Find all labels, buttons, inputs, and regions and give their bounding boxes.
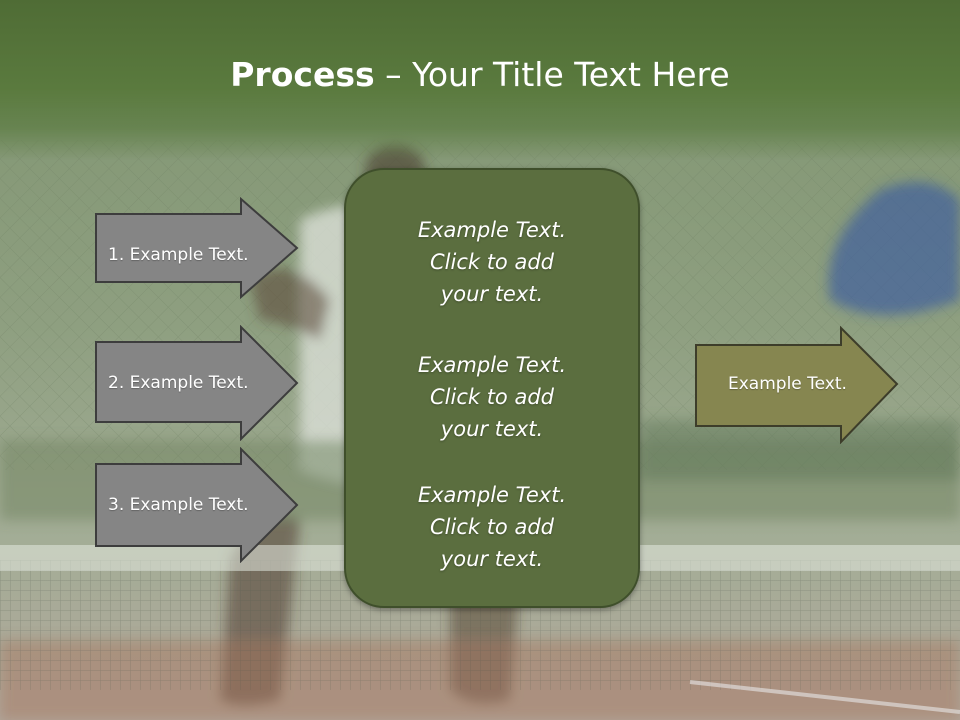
left-arrow-2-label: 2. Example Text. [108, 373, 249, 393]
left-arrow-1[interactable]: 1. Example Text. [94, 196, 300, 300]
right-arrow[interactable]: Example Text. [694, 325, 900, 445]
arrow-shape-icon [695, 325, 899, 445]
title-rest: – Your Title Text Here [374, 55, 730, 94]
slide-title: Process – Your Title Text Here [0, 50, 960, 100]
title-band [0, 0, 960, 160]
arrow-shape-icon [95, 196, 299, 300]
left-arrow-1-label: 1. Example Text. [108, 245, 249, 265]
right-arrow-label: Example Text. [728, 374, 847, 394]
left-arrow-2[interactable]: 2. Example Text. [94, 324, 300, 442]
center-paragraph-2: Example Text. Click to add your text. [417, 353, 567, 441]
arrow-shape-icon [95, 446, 299, 564]
left-arrow-3[interactable]: 3. Example Text. [94, 446, 300, 564]
center-text-box[interactable]: Example Text. Click to add your text. Ex… [344, 168, 640, 608]
title-bold: Process [230, 55, 375, 94]
left-arrow-3-label: 3. Example Text. [108, 495, 249, 515]
arrow-shape-icon [95, 324, 299, 442]
center-paragraph-3: Example Text. Click to add your text. [417, 483, 567, 571]
center-paragraph-1: Example Text. Click to add your text. [417, 218, 567, 306]
